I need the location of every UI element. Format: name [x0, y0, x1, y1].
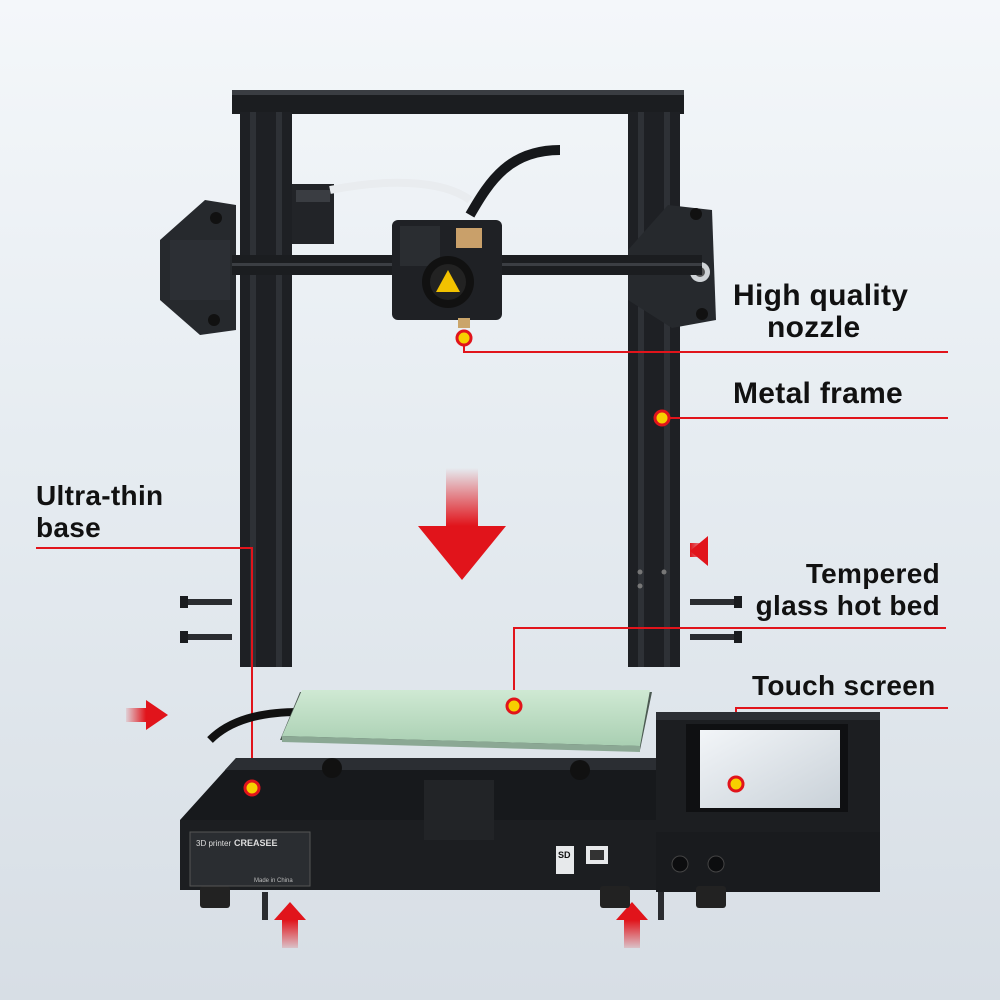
side-arrows — [126, 536, 708, 948]
frame-callout: Metal frame — [733, 378, 903, 410]
extruder-head — [392, 220, 502, 328]
screen-callout-line1: Touch screen — [752, 670, 936, 701]
hotbed-callout-line1: Tempered — [805, 558, 940, 589]
screen-callout: Touch screen — [752, 670, 936, 702]
nozzle-callout-line2: nozzle — [767, 311, 861, 344]
hotbed-callout-line2: glass hot bed — [755, 590, 940, 621]
panel-sd-label: SD — [558, 850, 571, 860]
down-arrow — [418, 468, 506, 580]
callout-dots — [243, 329, 745, 797]
nozzle-callout-line1: High quality — [733, 279, 909, 312]
hotbed-dot — [505, 697, 523, 715]
hotbed-callout: Tempered glass hot bed — [756, 558, 940, 622]
touch-screen — [700, 730, 840, 808]
control-box — [656, 712, 880, 908]
printer-base — [180, 708, 660, 908]
panel-brand: CREASEE — [234, 838, 278, 848]
panel-origin: Made in China — [254, 878, 293, 884]
metal-frame — [232, 90, 684, 667]
left-upright — [240, 112, 292, 667]
screws — [180, 596, 742, 920]
hotbed-leader — [513, 627, 946, 706]
screen-dot — [727, 775, 745, 793]
nozzle-dot — [455, 329, 473, 347]
hot-bed — [280, 690, 652, 752]
base-dot — [243, 779, 261, 797]
base-callout-line1: Ultra-thin — [36, 480, 164, 511]
left-bracket — [160, 184, 334, 335]
base-callout: Ultra-thin base — [36, 480, 163, 544]
frame-dot — [653, 409, 671, 427]
nozzle-callout: High quality nozzle — [733, 280, 908, 344]
frame-callout-line1: Metal frame — [733, 377, 904, 410]
filament-tube — [329, 178, 473, 204]
wire-bundle — [465, 145, 561, 218]
panel-model-tag: 3D printer — [196, 839, 231, 848]
base-leader — [36, 547, 253, 788]
right-upright — [628, 112, 680, 667]
base-callout-line2: base — [36, 512, 102, 543]
